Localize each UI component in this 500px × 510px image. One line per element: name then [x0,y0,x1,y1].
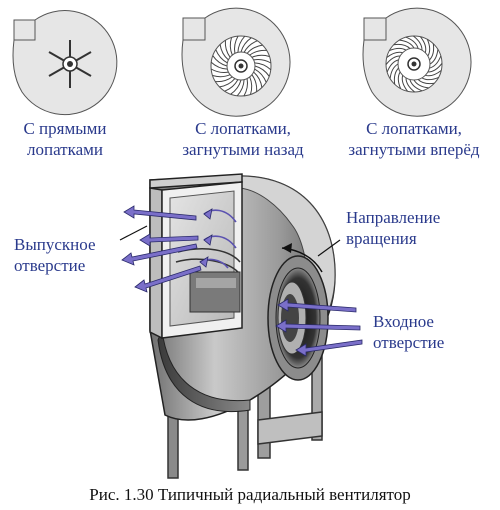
impeller-blade [254,62,272,71]
impeller-blade [253,71,263,88]
impeller-blade [251,54,270,58]
rotation-arrow [281,243,323,273]
rotation-label-line1: Направление [346,208,440,227]
impeller-blade [253,58,272,64]
impeller-backward-curved [181,7,291,117]
inlet-arrows [275,298,363,357]
impeller-blade [210,68,229,74]
impeller-blade [425,70,442,77]
impeller-blade [429,49,439,65]
impeller-2-label-line1: С лопатками, [195,119,291,138]
outlet-frame [149,173,243,340]
impeller-blade [240,37,252,53]
impeller-blade [389,47,407,52]
impeller-blade [417,79,435,85]
impeller-blade [243,40,258,53]
impeller-blade [399,39,415,49]
impeller-3-label-line2: загнутыми вперёд [348,140,480,159]
impeller-blade [219,44,229,61]
outlet-arrows [121,205,202,293]
impeller-2-label-line2: загнутыми назад [182,140,304,159]
impeller-blade [249,49,267,56]
impeller-blade [393,43,411,49]
outlet-label-line1: Выпускное [14,235,96,254]
outlet-label-line2: отверстие [14,256,85,275]
impeller-blade [426,39,431,57]
impeller-1-label-line2: лопатками [27,140,103,159]
impeller-blade [243,78,249,97]
impeller-blade [249,76,253,95]
impeller-blade [224,79,239,92]
impeller-straight-blades [12,10,118,116]
impeller-blade [405,36,419,49]
impeller-blade [251,74,258,92]
impeller-blade [386,51,403,58]
impeller-forward-curved [362,7,472,117]
impeller-blade [233,35,239,54]
impeller-blade [389,63,399,79]
impeller-blade [429,55,442,69]
impeller-blade [254,68,267,83]
impeller-blade [212,55,228,67]
impeller-blade [427,62,443,73]
impeller-blade [401,75,408,92]
impeller-blade [210,61,228,70]
impeller-blade [393,67,399,85]
impeller-blade [254,65,270,77]
impeller-blade [219,78,236,88]
impeller-blade [405,77,416,93]
impeller-blade [386,59,399,73]
rotation-label-line2: вращения [346,229,417,248]
impeller-blade [420,36,427,53]
impeller-blade [215,49,228,64]
impeller-blade [385,55,401,66]
impeller-blade [224,40,231,58]
impeller-blade [236,79,245,97]
impeller-blade [429,43,435,61]
impeller-3-label-line1: С лопатками, [366,119,462,138]
impeller-blade [215,76,233,83]
inlet-label-line2: отверстие [373,333,444,352]
impeller-1-label-line1: С прямыми [23,119,106,138]
impeller-blade [212,74,231,78]
impeller-blade [246,44,263,54]
figure-caption: Рис. 1.30 Типичный радиальный вентилятор [89,485,410,504]
impeller-blade [230,79,242,95]
inlet-ring [267,255,329,381]
impeller-blade [412,35,423,51]
inlet-label-line1: Входное [373,312,434,331]
impeller-blade [397,71,402,89]
label-leaders [119,225,341,257]
impeller-blade [409,79,423,92]
impeller-blade [421,76,439,81]
impeller-blade [229,37,233,56]
impeller-blade [413,79,429,89]
impeller-blade [237,35,246,53]
